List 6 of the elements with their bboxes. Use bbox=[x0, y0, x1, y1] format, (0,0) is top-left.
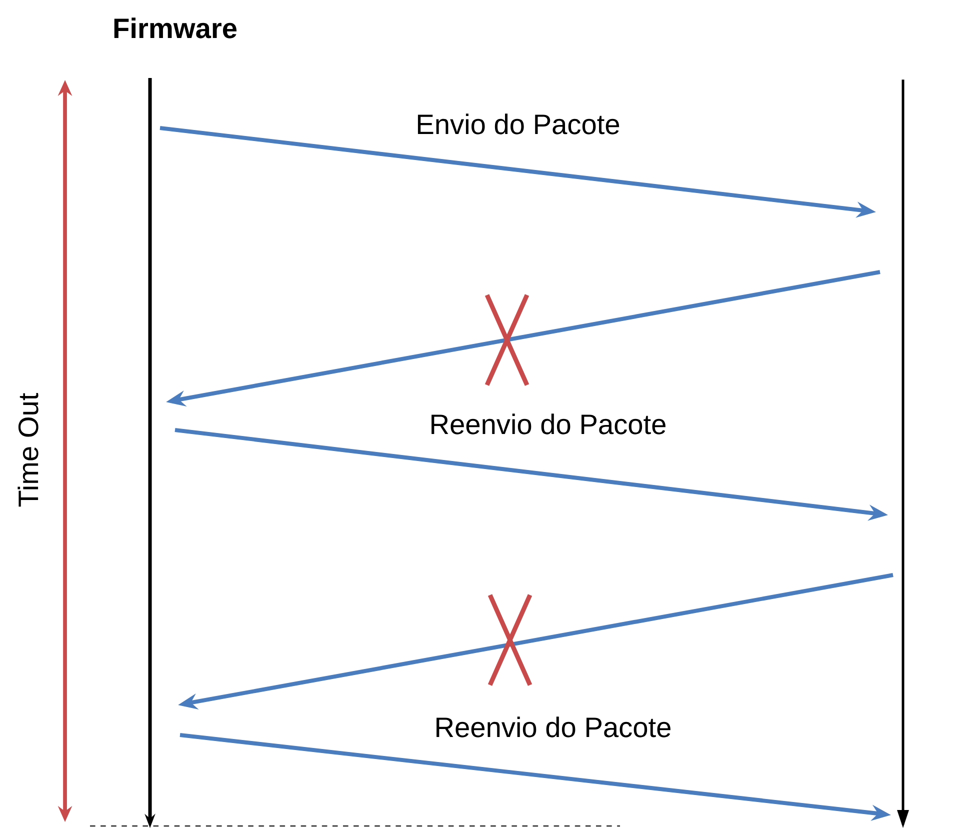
lifeline bbox=[897, 80, 910, 828]
time-out-label: Time Out bbox=[18, 392, 38, 507]
edge-label: Reenvio do Pacote bbox=[432, 414, 666, 434]
edge-label: Envio do Pacote bbox=[418, 114, 620, 134]
node-label: Firmware bbox=[114, 18, 237, 38]
edge-label: Reenvio do Pacote bbox=[436, 716, 670, 738]
